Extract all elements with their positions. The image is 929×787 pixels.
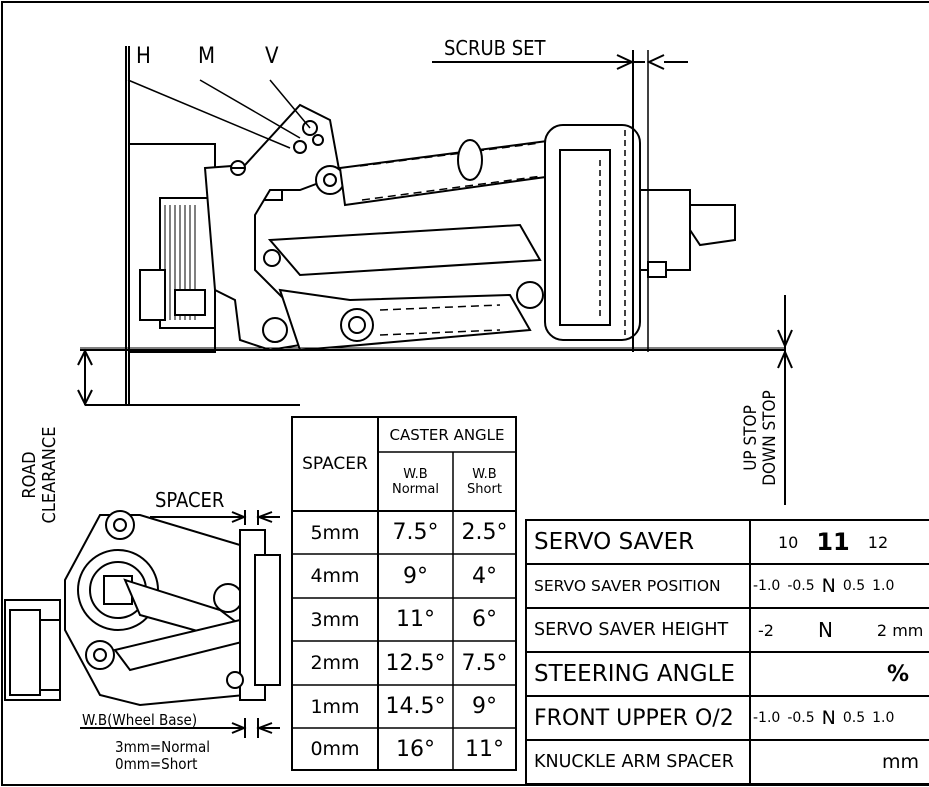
caster-short-cell: 7.5° [461,650,508,676]
setting-label: SERVO SAVER [534,529,695,555]
caster-normal-cell: 14.5° [385,694,446,719]
setting-options: % [750,652,929,696]
setting-label: STEERING ANGLE [534,661,735,687]
caster-table-normal-header: W.B Normal [378,452,453,511]
option-minus-0-5[interactable]: -0.5 [787,710,815,726]
spacer-cell: 1mm [310,695,360,718]
label-down-stop: DOWN STOP [760,390,780,486]
label-road: ROAD [19,451,40,499]
setting-label: KNUCKLE ARM SPACER [534,752,734,772]
caster-normal-cell: 11° [396,607,435,632]
setting-label: SERVO SAVER POSITION [534,577,721,595]
spacer-cell: 2mm [310,652,360,674]
option-n[interactable]: N [821,575,836,597]
option-n[interactable]: N [817,618,833,642]
setting-options: -2 N 2 mm [750,608,929,652]
option-minus-0-5[interactable]: -0.5 [787,578,815,594]
label-m: M [198,44,216,69]
spacer-cell: 4mm [310,565,360,587]
caster-normal-cell: 16° [396,736,435,762]
label-wheel-base: W.B(Wheel Base) [82,711,198,729]
caster-normal-cell: 7.5° [392,520,439,545]
label-clearance: CLEARANCE [39,426,60,524]
option-1-0[interactable]: 1.0 [872,710,895,726]
setting-options: -1.0 -0.5 N 0.5 1.0 [750,564,929,608]
caster-short-cell: 6° [472,607,497,632]
option-percent[interactable]: % [886,661,909,687]
suspension-drawing [77,46,793,505]
label-wb-normal: 3mm=Normal [115,738,210,756]
short-header-line2: Short [467,481,502,497]
normal-header-line1: W.B [403,466,428,482]
option-1-0[interactable]: 1.0 [872,578,895,594]
option-11[interactable]: 11 [816,528,850,556]
caster-short-cell: 2.5° [461,520,508,545]
spacer-cell: 5mm [310,521,360,544]
short-header-line1: W.B [472,466,497,482]
option-n[interactable]: N [821,707,836,729]
option-2-mm[interactable]: 2 mm [876,620,924,640]
option-0-5[interactable]: 0.5 [842,578,866,594]
caster-normal-cell: 12.5° [385,650,446,676]
caster-table-grid [291,416,517,771]
caster-short-cell: 4° [472,563,497,589]
setting-options: -1.0 -0.5 N 0.5 1.0 [750,696,929,740]
option-mm[interactable]: mm [881,751,919,773]
caster-normal-cell: 9° [403,563,428,589]
caster-short-cell: 9° [472,694,497,719]
normal-header-line2: Normal [391,481,440,497]
option-0-5[interactable]: 0.5 [842,710,866,726]
spacer-cell: 0mm [310,738,360,760]
caster-table-spacer-header: SPACER [302,454,368,474]
label-v: V [265,44,279,69]
setting-label: SERVO SAVER HEIGHT [534,620,729,640]
option-minus-1-0[interactable]: -1.0 [753,578,781,594]
caster-short-cell: 11° [465,736,504,762]
option-minus-2[interactable]: -2 [758,620,774,640]
caster-table-caster-header: CASTER ANGLE [389,425,505,444]
label-wb-short: 0mm=Short [115,755,198,773]
setting-label: FRONT UPPER O/2 [534,705,734,731]
spacer-cell: 3mm [310,608,360,631]
label-h: H [136,44,151,69]
caster-table-short-header: W.B Short [453,452,516,511]
option-minus-1-0[interactable]: -1.0 [753,710,781,726]
label-up-stop: UP STOP [741,405,761,471]
label-scrub-set: SCRUB SET [444,36,546,60]
label-stops: UP STOP DOWN STOP [741,383,780,493]
label-spacer: SPACER [155,488,225,512]
label-road-clearance: ROAD CLEARANCE [19,415,60,535]
settings-table-grid [525,519,929,785]
setting-options: mm [750,740,929,784]
option-12[interactable]: 12 [867,532,889,552]
setting-options: 10 11 12 [750,520,929,564]
caster-block-drawing [4,510,281,738]
option-10[interactable]: 10 [778,532,799,552]
